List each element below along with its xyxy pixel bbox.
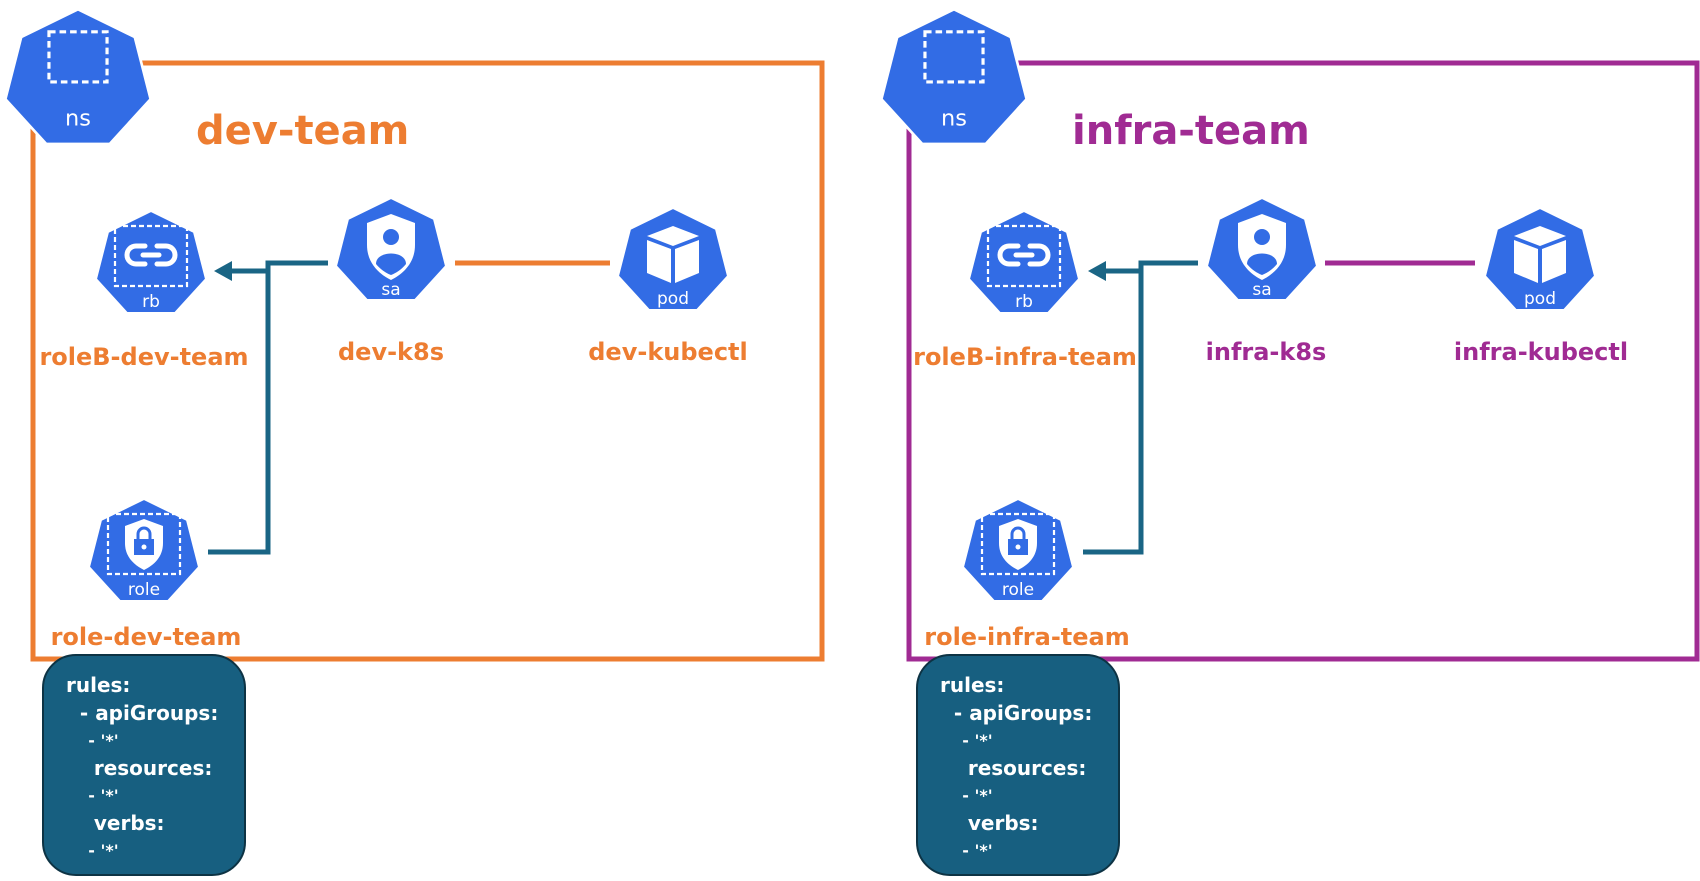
role-rules-box-dev: rules: - apiGroups: - '*' resources: - '… [42, 654, 246, 876]
rules-line: - '*' [940, 731, 993, 750]
role-name: role-dev-team [51, 623, 242, 651]
rules-line: - '*' [940, 786, 993, 805]
panel-infra-team: ns infra-team rb roleB-infra-team sa [880, 8, 1700, 662]
pod-name: dev-kubectl [588, 338, 748, 366]
role-caption: role [128, 580, 160, 600]
serviceaccount-icon: sa [335, 197, 447, 301]
rules-line: - '*' [940, 841, 993, 860]
panel-dev-team: ns dev-team rb roleB-dev-team [4, 8, 825, 662]
panel-title: dev-team [196, 108, 409, 154]
pod-icon: pod [1484, 207, 1596, 311]
pod-icon: pod [617, 207, 729, 311]
pod-name: infra-kubectl [1454, 338, 1628, 366]
namespace-icon: ns [880, 8, 1028, 146]
role-name: role-infra-team [924, 623, 1130, 651]
serviceaccount-name: infra-k8s [1206, 338, 1327, 366]
rolebinding-name: roleB-infra-team [913, 343, 1137, 371]
rolebinding-icon: rb [95, 210, 207, 314]
rules-line: rules: [66, 673, 131, 697]
pod-caption: pod [1524, 289, 1556, 309]
rolebinding-name: roleB-dev-team [39, 343, 248, 371]
ns-caption: ns [941, 106, 967, 132]
rules-line: - apiGroups: [940, 700, 1093, 725]
rb-caption: rb [142, 292, 160, 312]
rules-line: - apiGroups: [66, 700, 219, 725]
role-icon: role [962, 498, 1074, 602]
rules-line: - '*' [66, 731, 119, 750]
role-to-sa-connector [208, 260, 328, 555]
role-icon: role [88, 498, 200, 602]
panel-title: infra-team [1072, 108, 1310, 154]
rolebinding-icon: rb [968, 210, 1080, 314]
namespace-boundary [906, 60, 1700, 662]
rules-line: - '*' [66, 786, 119, 805]
sa-caption: sa [381, 280, 400, 300]
rules-line: resources: [940, 755, 1087, 780]
arrowhead-icon [214, 261, 232, 281]
rules-line: resources: [66, 755, 213, 780]
rb-caption: rb [1015, 292, 1033, 312]
role-caption: role [1002, 580, 1034, 600]
role-to-sa-connector [1083, 260, 1198, 555]
rules-line: verbs: [66, 810, 165, 835]
sa-caption: sa [1252, 280, 1271, 300]
rules-line: rules: [940, 673, 1005, 697]
arrowhead-icon [1088, 261, 1106, 281]
role-rules-box-infra: rules: - apiGroups: - '*' resources: - '… [916, 654, 1120, 876]
namespace-icon: ns [4, 8, 152, 146]
serviceaccount-name: dev-k8s [338, 338, 444, 366]
namespace-boundary [30, 60, 825, 662]
ns-caption: ns [65, 106, 91, 132]
rules-line: verbs: [940, 810, 1039, 835]
pod-caption: pod [657, 289, 689, 309]
serviceaccount-icon: sa [1206, 197, 1318, 301]
rules-line: - '*' [66, 841, 119, 860]
